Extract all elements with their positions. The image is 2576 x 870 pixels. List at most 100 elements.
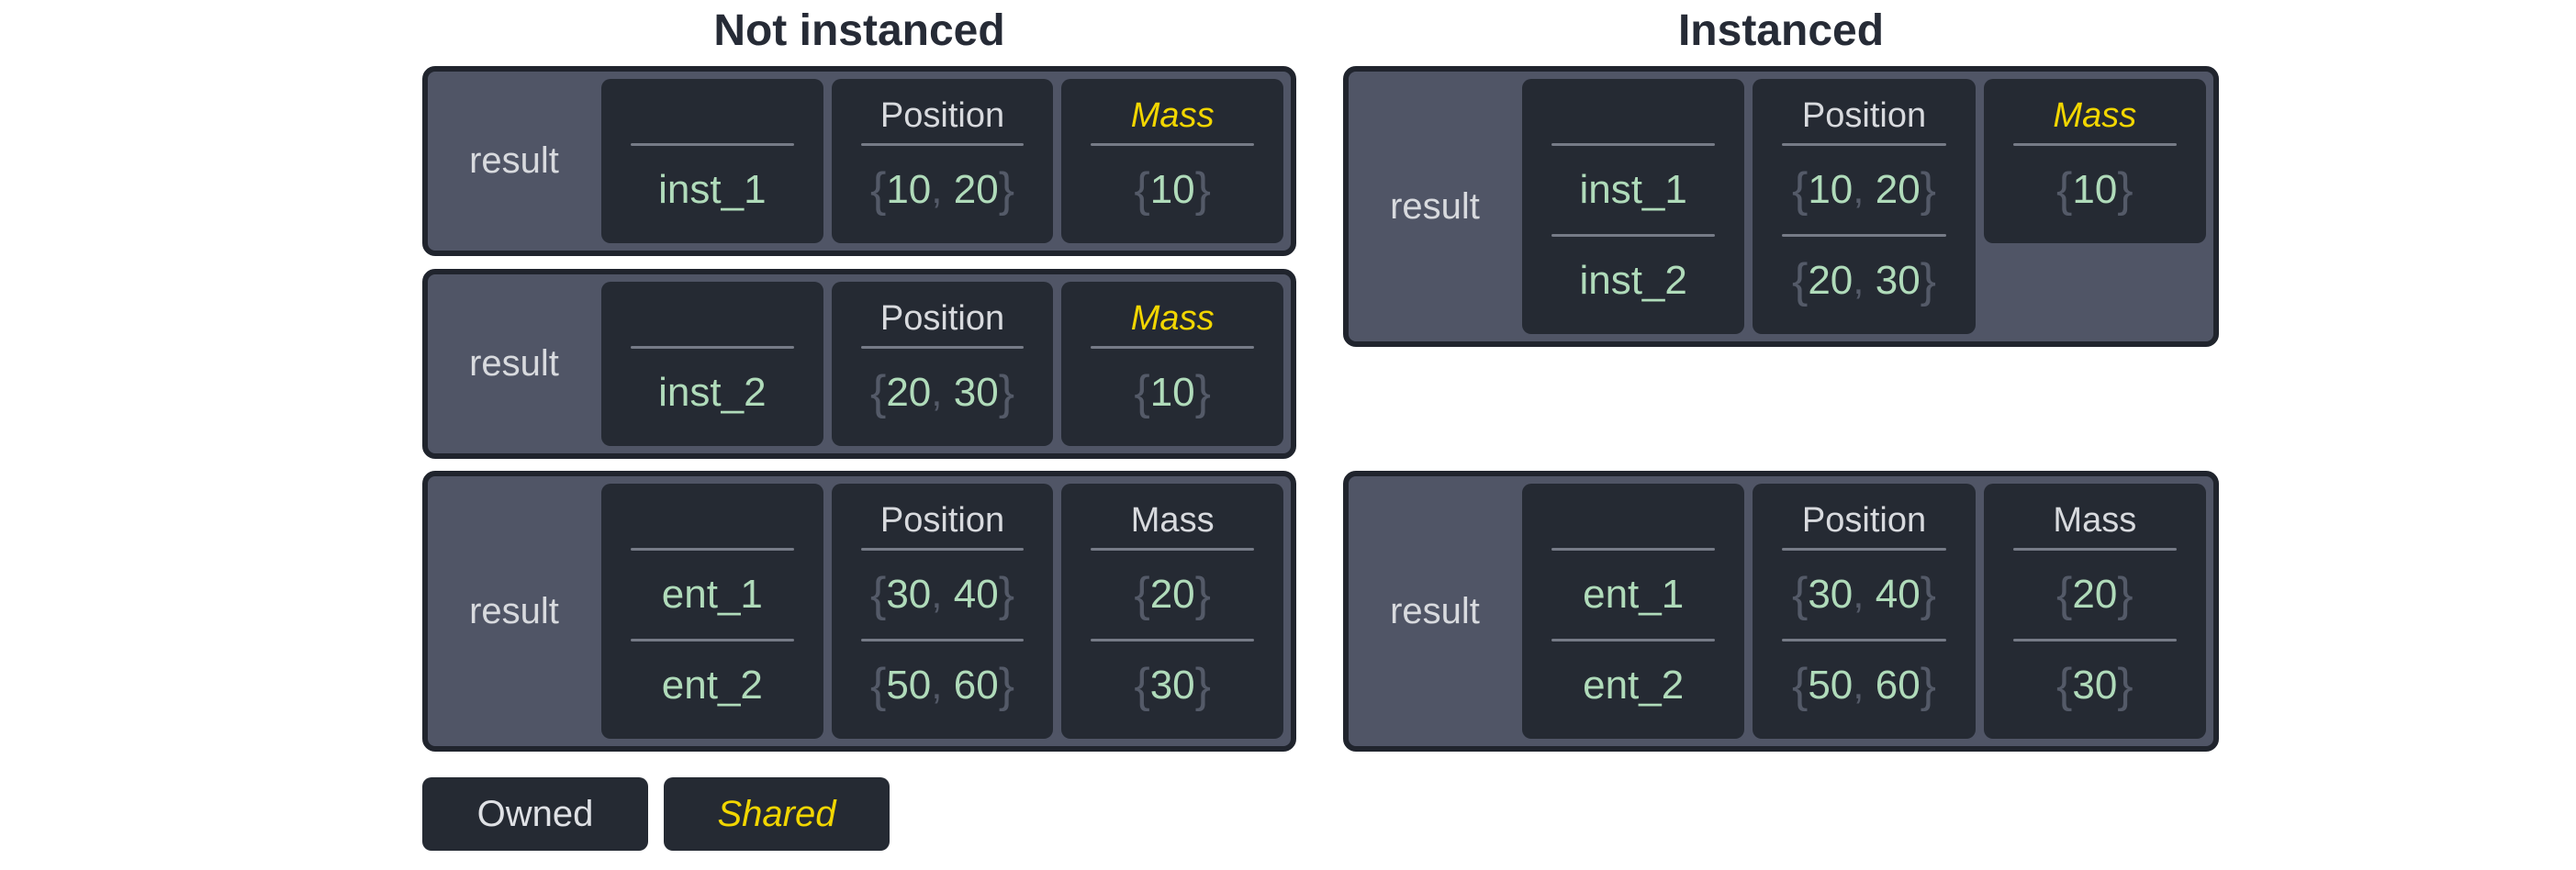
close-brace: } [2117, 163, 2134, 217]
mass-column-cell: Mass {20} {30} [1983, 484, 2206, 739]
value-separator: , [931, 370, 954, 415]
close-brace: } [998, 366, 1015, 419]
entity-id-value: inst_1 [614, 146, 811, 234]
mass-column-cell-shared-single: Mass {10} [1983, 79, 2206, 243]
header-divider [2012, 143, 2177, 146]
position-value: {50, 60} [845, 641, 1041, 730]
value-separator: , [931, 167, 954, 212]
column-header: Position [1801, 500, 1927, 540]
header-divider [1091, 548, 1255, 551]
query-result-table: result inst_1 Position {10, 20} Mass {10… [422, 66, 1296, 256]
entity-id-value: ent_2 [614, 641, 811, 730]
column-header [1535, 493, 1731, 548]
open-brace: { [869, 659, 887, 712]
close-brace: } [998, 659, 1015, 712]
open-brace: { [1791, 659, 1809, 712]
header-divider [860, 346, 1025, 349]
legend-owned-badge: Owned [422, 777, 648, 851]
value-text: 30 [886, 572, 932, 617]
value-separator: , [931, 663, 954, 708]
column-header-shared: Mass [1130, 95, 1215, 135]
value-separator: , [1853, 258, 1876, 303]
header-divider [860, 143, 1025, 146]
value-text: 10 [1149, 370, 1195, 415]
open-brace: { [2055, 163, 2073, 217]
result-label: result [1390, 185, 1480, 227]
header-divider [1551, 548, 1716, 551]
value-text: 20 [1149, 572, 1195, 617]
column-header [614, 291, 811, 346]
value-text: 10 [1149, 167, 1195, 212]
close-brace: } [1920, 568, 1937, 621]
entity-column-cell: inst_1 [601, 79, 823, 243]
value-text: 20 [886, 370, 932, 415]
position-column-cell: Position {10, 20} {20, 30} [1753, 79, 1976, 334]
instanced-section: Instanced result inst_1 inst_2 Position … [1343, 0, 2219, 752]
value-text: 20 [2072, 572, 2118, 617]
close-brace: } [1194, 163, 1212, 217]
open-brace: { [869, 163, 887, 217]
open-brace: { [1791, 254, 1809, 307]
open-brace: { [2055, 659, 2073, 712]
mass-column-cell: Mass {20} {30} [1061, 484, 1284, 739]
instanced-title: Instanced [1677, 6, 1885, 55]
open-brace: { [1134, 163, 1150, 217]
value-text: 40 [953, 572, 999, 617]
mass-column-cell: Mass {10} [1061, 282, 1284, 446]
column-header: Mass [2053, 500, 2137, 540]
row-divider [1091, 639, 1255, 641]
position-column-cell: Position {20, 30} [831, 282, 1054, 446]
entity-id-value: inst_2 [614, 349, 811, 437]
value-text: 50 [886, 663, 932, 708]
column-header-shared: Mass [1130, 298, 1215, 338]
column-header: Position [879, 95, 1005, 135]
open-brace: { [1134, 366, 1150, 419]
position-column-cell: Position {10, 20} [831, 79, 1054, 243]
open-brace: { [869, 366, 887, 419]
value-text: inst_1 [1579, 167, 1687, 212]
column-header: Position [879, 500, 1005, 540]
close-brace: } [1194, 366, 1212, 419]
header-divider [1551, 143, 1716, 146]
entity-column-cell: inst_1 inst_2 [1522, 79, 1745, 334]
open-brace: { [1134, 659, 1150, 712]
close-brace: } [2117, 659, 2134, 712]
value-text: 50 [1808, 663, 1854, 708]
open-brace: { [1134, 568, 1150, 621]
query-result-table: result ent_1 ent_2 Position {30, 40} {50… [422, 471, 1296, 752]
position-value: {20, 30} [1765, 237, 1962, 325]
column-header-shared: Mass [2053, 95, 2137, 135]
value-text: 10 [1808, 167, 1854, 212]
header-divider [1091, 346, 1255, 349]
result-label: result [469, 343, 559, 384]
column-header [1535, 88, 1731, 143]
entity-column-cell: ent_1 ent_2 [601, 484, 823, 739]
header-divider [1091, 143, 1255, 146]
value-text: 30 [1149, 663, 1195, 708]
value-text: 40 [1875, 572, 1921, 617]
header-divider [631, 548, 794, 551]
not-instanced-title: Not instanced [713, 6, 1005, 55]
value-text: ent_1 [661, 572, 763, 617]
column-header: Position [879, 298, 1005, 338]
position-value: {30, 40} [845, 551, 1041, 639]
value-text: 20 [1875, 167, 1921, 212]
legend-shared-badge: Shared [664, 777, 890, 851]
value-separator: , [1853, 663, 1876, 708]
value-text: ent_2 [661, 663, 763, 708]
query-result-table: result inst_2 Position {20, 30} Mass {10… [422, 269, 1296, 459]
close-brace: } [1920, 163, 1937, 217]
close-brace: } [1920, 254, 1937, 307]
row-divider [1782, 639, 1946, 641]
column-header [614, 493, 811, 548]
open-brace: { [2055, 568, 2073, 621]
value-text: 10 [886, 167, 932, 212]
row-divider [2012, 639, 2177, 641]
not-instanced-section: Not instanced result inst_1 Position {10… [422, 0, 1296, 851]
entity-id-value: ent_2 [1535, 641, 1731, 730]
value-text: inst_2 [658, 370, 767, 415]
header-divider [2012, 548, 2177, 551]
header-divider [631, 346, 794, 349]
row-divider [1551, 234, 1716, 237]
query-result-table: result ent_1 ent_2 Position {30, 40} {50… [1343, 471, 2219, 752]
